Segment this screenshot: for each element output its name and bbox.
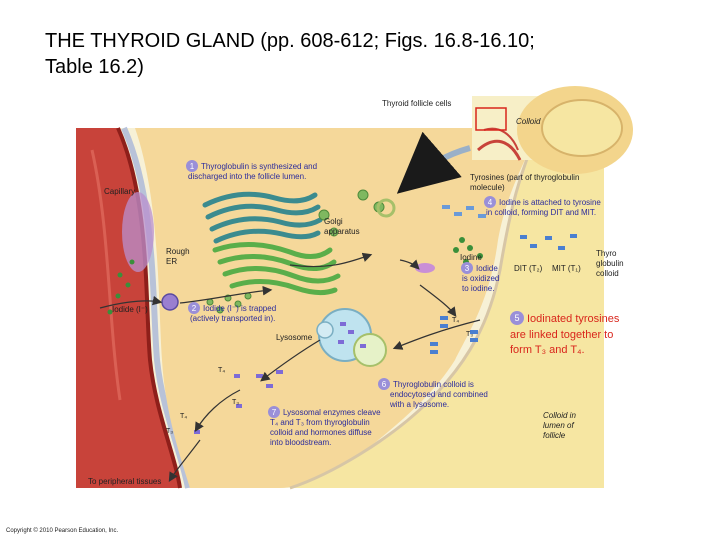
golgi-label-2: apparatus: [324, 227, 360, 236]
follicle-cell: [135, 128, 540, 488]
inset-colloid: [541, 99, 623, 157]
t4-label-c: T₄: [180, 413, 187, 420]
step-4-number: 4: [488, 198, 493, 207]
step-7-circle: [268, 406, 280, 418]
peripheral-tissues-label: To peripheral tissues: [88, 477, 161, 486]
inset-callout-arrow: [396, 131, 471, 194]
dit-label: DIT (T₂): [514, 264, 543, 273]
step-5-line-1: Iodinated tyrosines: [527, 313, 620, 325]
step-5-line-3: form T₃ and T₄.: [510, 344, 585, 356]
step-6-line-1: Thyroglobulin colloid is: [393, 380, 474, 389]
tyrosines-label-2: molecule): [470, 183, 505, 192]
inset-vessel-2: [483, 127, 519, 151]
t3-label-b: T₃: [232, 399, 239, 406]
step-6-line-3: with a lysosome.: [389, 400, 449, 409]
inset-colloid-label: Colloid: [516, 117, 541, 126]
nucleus: [122, 192, 154, 272]
step-5-circle: [510, 311, 524, 325]
step-6-number: 6: [382, 380, 387, 389]
vessel-highlight: [90, 149, 122, 401]
slide-title: THE THYROID GLAND (pp. 608-612; Figs. 16…: [45, 28, 685, 80]
endocytic-vesicle: [353, 333, 387, 367]
step-1-line-2: discharged into the follicle lumen.: [188, 172, 306, 181]
step-7-line-3: colloid and hormones diffuse: [270, 428, 372, 437]
tyrosine-chain: [442, 205, 486, 218]
step-2-circle: [188, 302, 200, 314]
t3-label-a: T₃: [466, 331, 473, 338]
step-1-circle: [186, 160, 198, 172]
process-arrows: [99, 252, 481, 483]
step-5-number: 5: [514, 313, 519, 323]
mit-label: MIT (T₁): [552, 264, 581, 273]
step-7-line-2: T₄ and T₃ from thyroglobulin: [270, 418, 370, 427]
lysosome-label: Lysosome: [276, 333, 313, 342]
step-3-line-2: is oxidized: [462, 274, 499, 283]
step-1-number: 1: [190, 162, 195, 171]
rough-er-label-1: Rough: [166, 247, 190, 256]
rough-er-label-2: ER: [166, 257, 177, 266]
lysosome-small: [316, 321, 334, 339]
step-2-line-1: Iodide (I⁻) is trapped: [203, 304, 276, 313]
colloid-lumen-label-1: Colloid in: [543, 411, 576, 420]
step-4-line-1: Iodine is attached to tyrosine: [499, 198, 601, 207]
step-3-circle: [461, 262, 473, 274]
step-3-line-3: to iodine.: [462, 284, 494, 293]
slide-title-line-1: THE THYROID GLAND (pp. 608-612; Figs. 16…: [45, 30, 535, 52]
colloid-molecules: [430, 234, 577, 354]
step-6-line-2: endocytosed and combined: [390, 390, 488, 399]
iodide-transporter: [161, 293, 179, 311]
step-7-line-4: into bloodstream.: [270, 438, 331, 447]
colloid-lumen: [290, 128, 604, 488]
step-6-circle: [378, 378, 390, 390]
rough-er: [212, 241, 341, 296]
inset-cells-label: Thyroid follicle cells: [382, 99, 451, 108]
t4-label-a: T₄: [452, 317, 459, 324]
golgi-label-1: Golgi: [324, 217, 343, 226]
colloid-lumen-label-3: follicle: [543, 431, 566, 440]
t3-label-c: T₃: [166, 428, 173, 435]
slide-title-line-2: Table 16.2): [45, 56, 144, 78]
copyright-notice: Copyright © 2010 Pearson Education, Inc.: [6, 528, 119, 534]
iodine-label: Iodine: [460, 253, 482, 262]
step-2-line-2: (actively transported in).: [190, 314, 275, 323]
golgi-apparatus: [202, 191, 323, 244]
step-2-number: 2: [192, 304, 197, 313]
iodide-label: Iodide (I⁻): [112, 305, 148, 314]
inset-vessel: [477, 139, 522, 161]
secretory-vesicles: [206, 189, 385, 314]
oxidation-site: [415, 263, 435, 273]
t4-label-b: T₄: [218, 367, 225, 374]
thyroglobulin-colloid-label-2: globulin: [596, 259, 624, 268]
colloid-lumen-label-2: lumen of: [543, 421, 574, 430]
step-1-line-1: Thyroglobulin is synthesized and: [201, 162, 317, 171]
step-3-line-1: Iodide: [476, 264, 498, 273]
step-4-line-2: in colloid, forming DIT and MIT.: [486, 208, 596, 217]
step-1: 1 Thyroglobulin is synthesized and disch…: [186, 160, 317, 181]
step-3: 3 Iodide is oxidized to iodine.: [461, 262, 499, 293]
step-6: 6 Thyroglobulin colloid is endocytosed a…: [378, 378, 488, 409]
step-5: 5 Iodinated tyrosines are linked togethe…: [510, 311, 620, 356]
step-7-number: 7: [272, 408, 277, 417]
step-3-number: 3: [465, 264, 470, 273]
exocytosis-vesicle: [376, 198, 396, 218]
iodide-dots: [107, 259, 135, 315]
step-4: 4 Iodine is attached to tyrosine in coll…: [484, 196, 601, 217]
step-2: 2 Iodide (I⁻) is trapped (actively trans…: [188, 302, 276, 323]
thyroglobulin-colloid-label-1: Thyro: [596, 249, 617, 258]
step-5-line-2: are linked together to: [510, 329, 613, 341]
thyroglobulin-colloid-label-3: colloid: [596, 269, 619, 278]
step-7: 7 Lysosomal enzymes cleave T₄ and T₃ fro…: [268, 406, 381, 447]
iodine-dots: [453, 237, 483, 265]
inset-highlight-box: [475, 107, 507, 131]
step-4-circle: [484, 196, 496, 208]
tyrosines-label-1: Tyrosines (part of thyroglobulin: [470, 173, 579, 182]
capillary-wall: [116, 127, 182, 489]
endothelium-layer: [121, 126, 191, 489]
step-7-line-1: Lysosomal enzymes cleave: [283, 408, 381, 417]
capillary-label: Capillary: [104, 187, 135, 196]
